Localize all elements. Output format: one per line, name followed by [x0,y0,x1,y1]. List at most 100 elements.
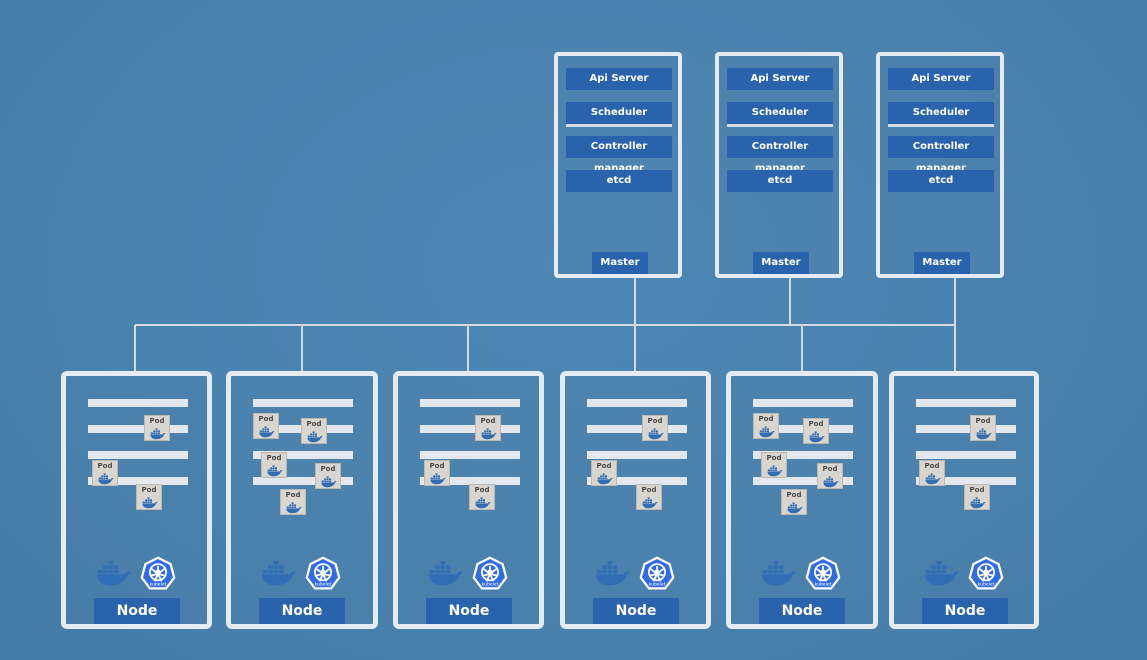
pod: Pod [636,484,662,510]
pod: Pod [817,463,843,489]
docker-whale-icon [809,431,825,443]
pod: Pod [92,460,118,486]
node-stripe [753,399,853,407]
pod-label: Pod [320,465,336,473]
docker-whale-icon [150,428,166,440]
master-label: Master [592,252,648,274]
node-stripe [587,399,687,407]
node-stripe [88,451,188,459]
pod-label: Pod [766,454,782,462]
api-server-box: Api Server [727,68,833,90]
pod-label: Pod [758,415,774,423]
pod: Pod [424,460,450,486]
node-stripe [253,477,353,485]
pod-label: Pod [266,454,282,462]
pod: Pod [136,484,162,510]
pod-label: Pod [285,491,301,499]
node-stripe [88,425,188,433]
pod: Pod [475,415,501,441]
node-stripe [916,451,1016,459]
svg-text:kubelet: kubelet [978,582,995,588]
pod-label: Pod [808,420,824,428]
docker-whale-icon [823,476,839,488]
node-stripe [420,425,520,433]
docker-runtime-icon [761,560,797,591]
pod: Pod [753,413,779,439]
docker-whale-icon [321,476,337,488]
kubelet-icon: kubelet [968,556,1004,596]
master-label: Master [914,252,970,274]
api-server-box: Api Server [566,68,672,90]
docker-whale-icon [597,473,613,485]
docker-whale-icon [259,426,275,438]
docker-whale-icon [475,497,491,509]
node-label: Node [759,598,845,624]
node-1: Pod Pod Pod Node kubelet [61,371,212,629]
pod: Pod [964,484,990,510]
pod: Pod [469,484,495,510]
pod: Pod [803,418,829,444]
node-stripe [253,399,353,407]
pod-label: Pod [474,486,490,494]
node-stripe [88,477,188,485]
node-stripe [916,425,1016,433]
svg-text:kubelet: kubelet [815,582,832,588]
pod: Pod [253,413,279,439]
node-stripe [753,477,853,485]
pod-label: Pod [306,420,322,428]
node-6: Pod Pod Pod Node kubelet [889,371,1039,629]
pod: Pod [591,460,617,486]
controller-manager-box: Controller manager [727,136,833,174]
pod: Pod [280,489,306,515]
pod: Pod [315,463,341,489]
docker-whale-icon [481,428,497,440]
pod-label: Pod [149,417,165,425]
node-stripe [587,425,687,433]
docker-whale-icon [925,473,941,485]
kubelet-icon: kubelet [639,556,675,596]
node-label: Node [426,598,512,624]
docker-runtime-icon [96,560,132,591]
pod-label: Pod [786,491,802,499]
node-stripe [420,477,520,485]
master-label: Master [753,252,809,274]
pod: Pod [970,415,996,441]
node-stripe [916,399,1016,407]
etcd-box: etcd [727,170,833,192]
node-stripe [753,451,853,459]
pod: Pod [919,460,945,486]
kubelet-icon: kubelet [472,556,508,596]
docker-whale-icon [648,428,664,440]
pod-label: Pod [258,415,274,423]
pod: Pod [301,418,327,444]
node-label: Node [593,598,679,624]
pod: Pod [781,489,807,515]
svg-text:kubelet: kubelet [315,582,332,588]
kubelet-icon: kubelet [805,556,841,596]
node-label: Node [259,598,345,624]
docker-whale-icon [98,473,114,485]
pod: Pod [761,452,787,478]
pod: Pod [144,415,170,441]
node-stripe [587,451,687,459]
node-3: Pod Pod Pod Node kubelet [393,371,544,629]
docker-runtime-icon [261,560,297,591]
docker-runtime-icon [924,560,960,591]
node-label: Node [922,598,1008,624]
pod-label: Pod [141,486,157,494]
node-5: Pod Pod Pod Pod Pod Node kubelet [726,371,878,629]
master-1: Api Server Scheduler Controller manager … [554,52,682,278]
docker-whale-icon [267,465,283,477]
pod-label: Pod [97,462,113,470]
controller-manager-box: Controller manager [566,136,672,174]
scheduler-box: Scheduler [566,102,672,127]
pod-label: Pod [596,462,612,470]
docker-whale-icon [642,497,658,509]
svg-text:kubelet: kubelet [649,582,666,588]
pod-label: Pod [924,462,940,470]
docker-whale-icon [307,431,323,443]
node-stripe [420,399,520,407]
api-server-box: Api Server [888,68,994,90]
kubelet-icon: kubelet [140,556,176,596]
